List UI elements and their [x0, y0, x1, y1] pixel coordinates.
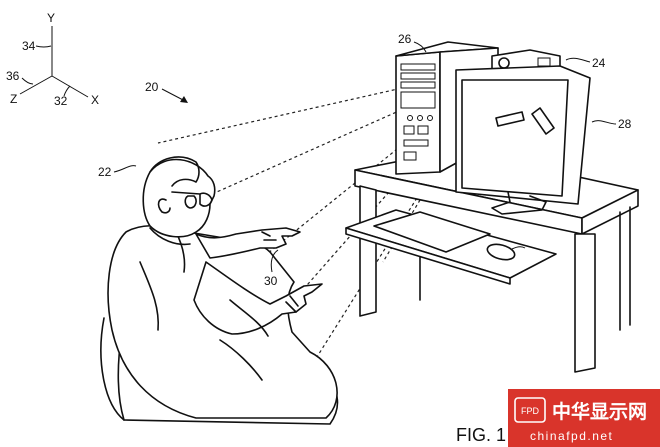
- ref-24: 24: [592, 56, 606, 70]
- ref-26: 26: [398, 32, 412, 46]
- ref-20: 20: [145, 80, 159, 94]
- reference-labels: 22 30 26 24 28: [98, 32, 632, 288]
- z-axis-label: Z: [10, 92, 17, 106]
- x-axis-label: X: [91, 93, 99, 107]
- user-figure: [100, 156, 339, 425]
- ref-36: 36: [6, 69, 20, 83]
- watermark-url: chinafpd.net: [530, 429, 613, 443]
- desk: [345, 149, 639, 373]
- ref-34: 34: [22, 39, 36, 53]
- ref-30: 30: [264, 274, 278, 288]
- watermark-logo-icon: [514, 397, 546, 423]
- coordinate-axes: Y Z X 34 36 32: [6, 11, 99, 108]
- watermark-title: 中华显示网: [552, 400, 647, 423]
- ref-28: 28: [618, 117, 632, 131]
- watermark: FPD 中华显示网 chinafpd.net: [508, 389, 660, 447]
- figure-label: FIG. 1: [456, 425, 506, 445]
- ref-22: 22: [98, 165, 112, 179]
- system-reference: 20: [145, 80, 188, 103]
- watermark-badge: FPD: [521, 406, 540, 416]
- monitor: [455, 65, 591, 215]
- y-axis-label: Y: [47, 11, 55, 25]
- ref-32: 32: [54, 94, 68, 108]
